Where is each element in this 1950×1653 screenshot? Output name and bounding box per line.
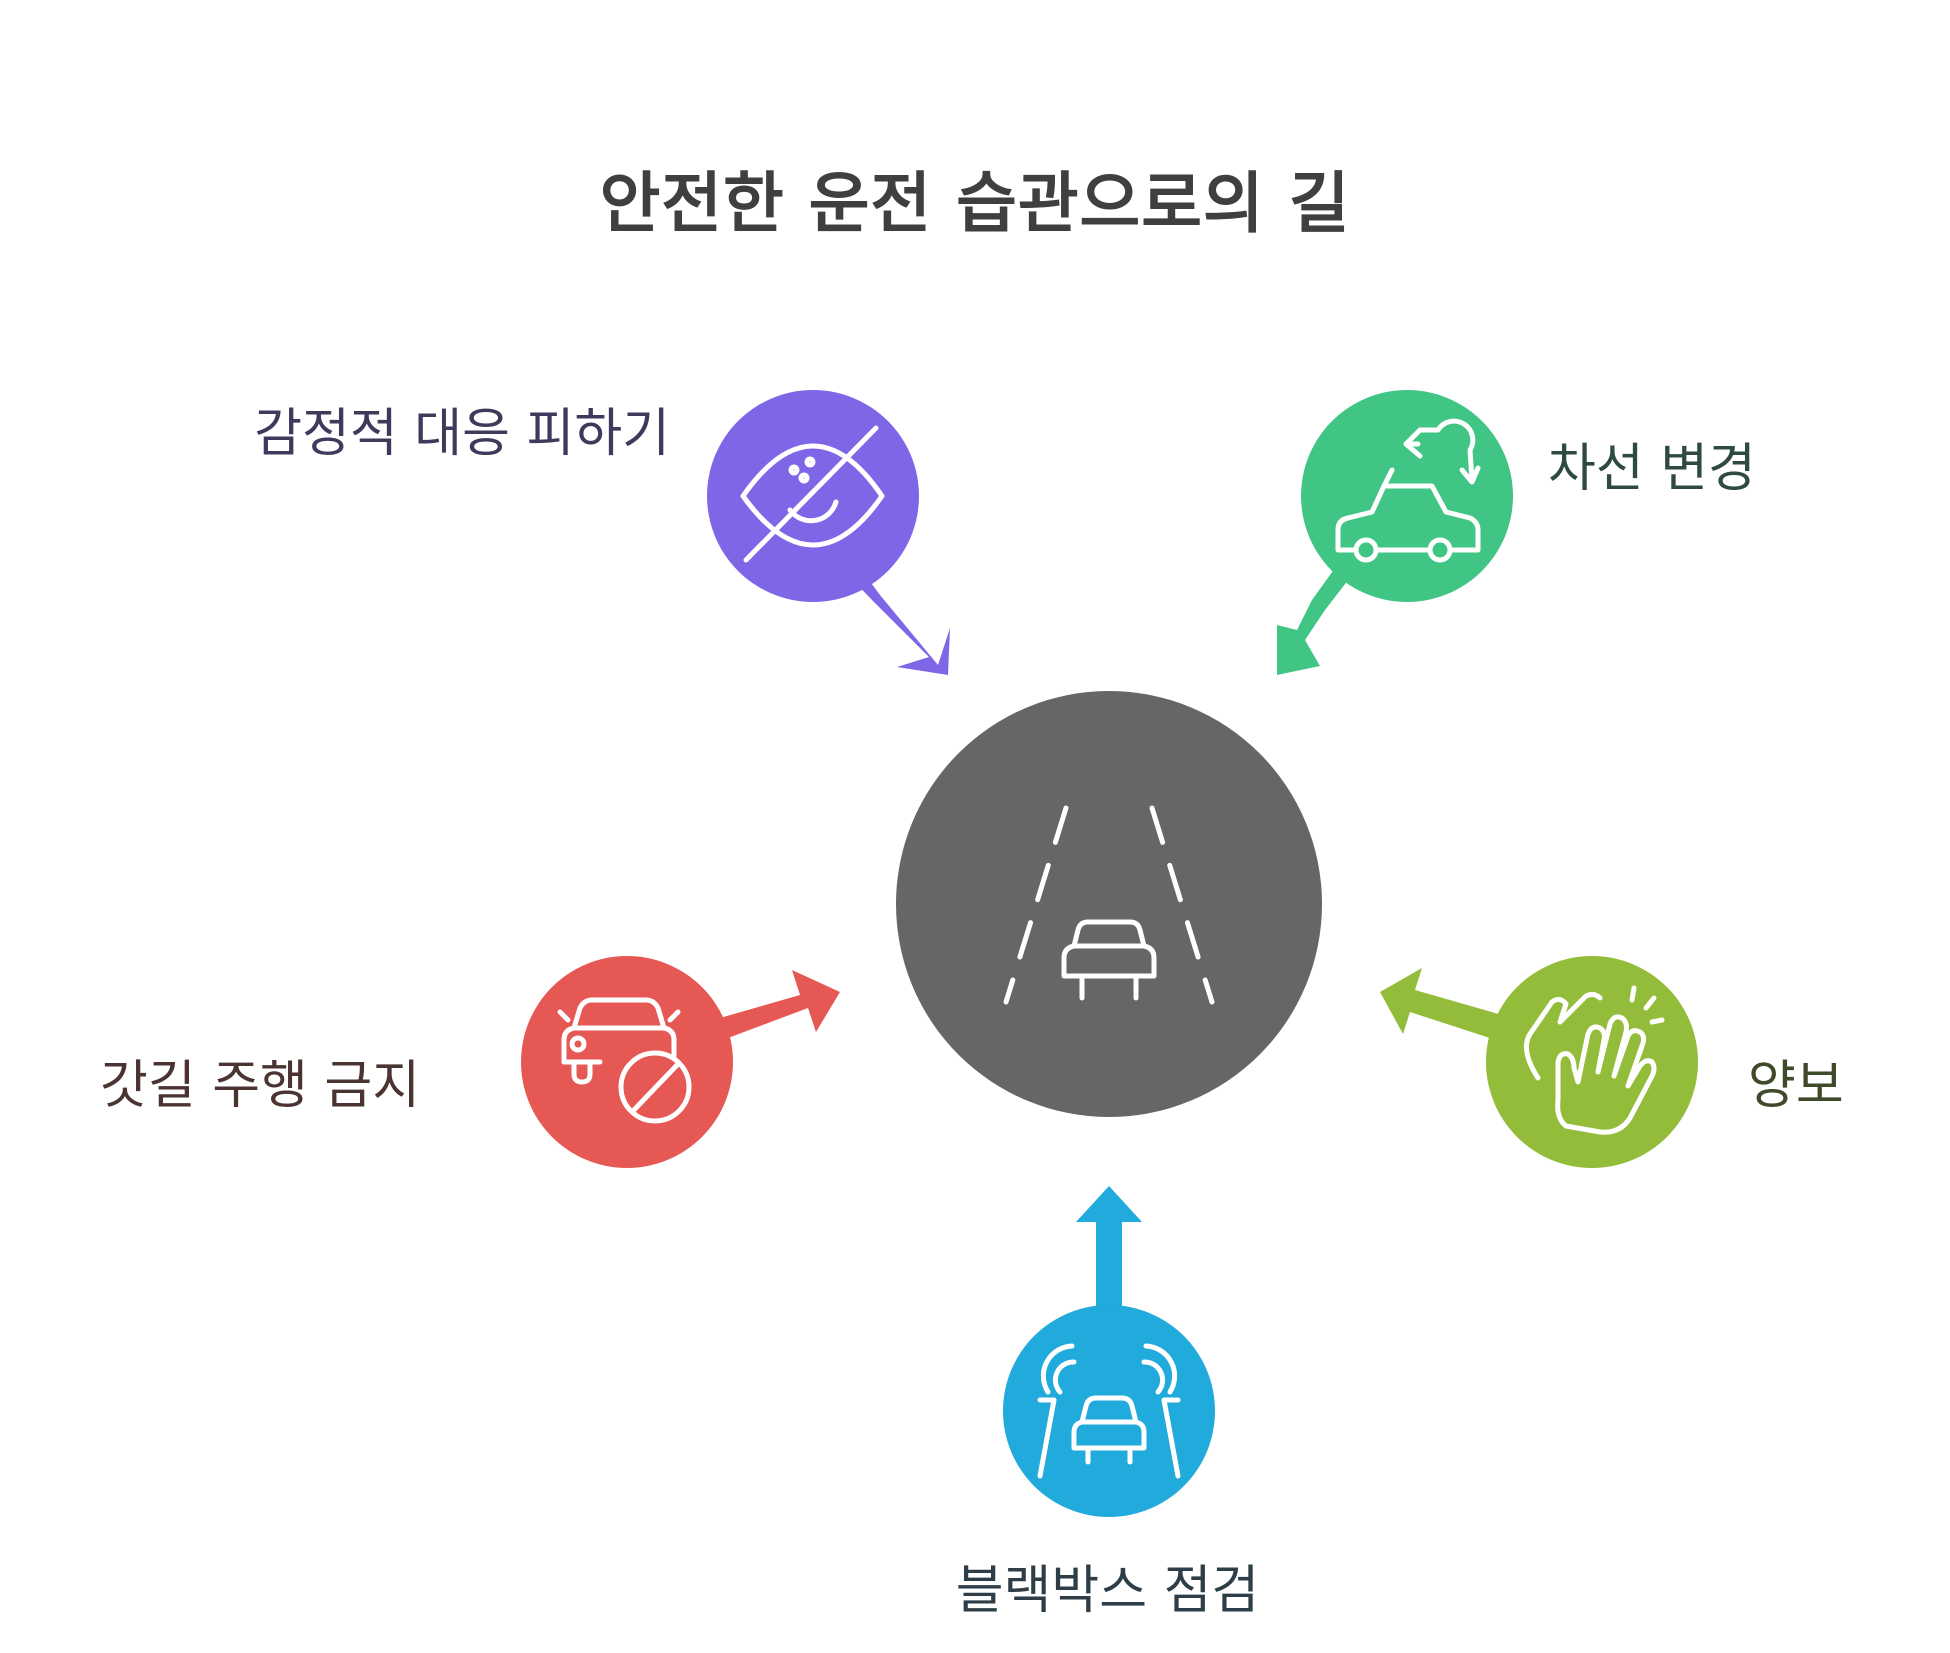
clapping-hands-icon (1523, 985, 1665, 1135)
node-shoulder-circle (521, 956, 733, 1168)
node-shoulder-pin (720, 970, 840, 1038)
label-emotion: 감정적 대응 피하기 (254, 404, 670, 464)
node-lane-pin (1277, 568, 1352, 675)
label-lane: 차선 변경 (1548, 439, 1756, 499)
node-emotion-circle (707, 390, 919, 602)
node-center (896, 691, 1322, 1117)
node-yield-pin (1380, 968, 1502, 1040)
node-blackbox-circle (1003, 1305, 1215, 1517)
label-yield: 양보 (1748, 1056, 1844, 1116)
eye-off-icon (740, 425, 885, 563)
node-center-circle (896, 691, 1322, 1117)
node-emotion (707, 390, 950, 675)
node-yield-circle (1486, 956, 1698, 1168)
label-blackbox: 블랙박스 점검 (955, 1561, 1260, 1621)
node-blackbox-pin (1076, 1186, 1142, 1310)
node-blackbox (1003, 1186, 1215, 1517)
label-shoulder: 갓길 주행 금지 (100, 1056, 421, 1116)
page-title: 안전한 운전 습관으로의 길 (599, 165, 1351, 242)
node-lane-circle (1301, 390, 1513, 602)
node-yield (1380, 956, 1698, 1168)
car-sensor-icon (1037, 1343, 1181, 1479)
node-lane (1277, 390, 1513, 675)
node-shoulder (521, 956, 840, 1168)
car-lane-change-icon (1335, 418, 1481, 563)
road-car-icon (1003, 805, 1215, 1005)
car-prohibited-icon (557, 997, 692, 1124)
node-emotion-pin (848, 568, 950, 675)
